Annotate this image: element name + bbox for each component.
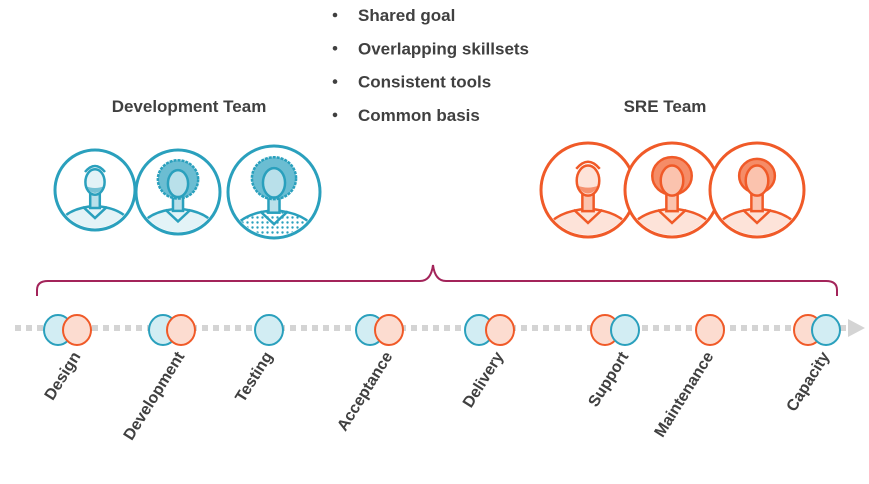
sre-person-2-avatar: [623, 141, 721, 239]
dev-team-marker: [811, 314, 841, 346]
stage-label: Acceptance: [334, 349, 396, 434]
stage-delivery: Delivery: [460, 314, 515, 411]
bullet-item: Overlapping skillsets: [358, 39, 529, 58]
sre-team-title: SRE Team: [624, 97, 707, 116]
shared-scope-bracket: [36, 264, 838, 296]
timeline-arrow-icon: [848, 319, 865, 337]
sre-team-marker: [166, 314, 196, 346]
dev-person-3-avatar: [226, 144, 322, 240]
sre-person-3-avatar: [708, 141, 806, 239]
dev-person-1-avatar: [53, 148, 137, 232]
sre-team-marker: [485, 314, 515, 346]
sre-person-1-avatar: [539, 141, 637, 239]
stage-label: Testing: [232, 349, 276, 405]
bullet-item: Shared goal: [358, 6, 455, 25]
stage-capacity: Capacity: [784, 314, 841, 415]
bullet-item: Consistent tools: [358, 73, 491, 92]
stage-maintenance: Maintenance: [652, 314, 725, 440]
stage-label: Design: [42, 349, 85, 403]
dev-team-marker: [610, 314, 640, 346]
bullet-icon: [332, 79, 338, 84]
stage-label: Support: [585, 349, 632, 411]
bullet-icon: [332, 46, 338, 51]
dev-team-marker: [254, 314, 284, 346]
stage-design: Design: [42, 314, 92, 403]
stage-acceptance: Acceptance: [334, 314, 404, 434]
stage-label: Capacity: [784, 349, 834, 415]
sre-team-marker: [695, 314, 725, 346]
stage-support: Support: [585, 314, 640, 411]
stage-label: Delivery: [460, 349, 507, 411]
bullet-icon: [332, 112, 338, 118]
sre-team-marker: [374, 314, 404, 346]
dev-person-2-avatar: [134, 148, 222, 236]
sre-team-marker: [62, 314, 92, 346]
stage-label: Maintenance: [652, 349, 718, 440]
stage-development: Development: [121, 314, 196, 444]
dev-team-title: Development Team: [112, 97, 267, 116]
bullet-item: Common basis: [358, 106, 480, 125]
bullet-icon: [332, 12, 338, 18]
stage-label: Development: [121, 349, 189, 444]
